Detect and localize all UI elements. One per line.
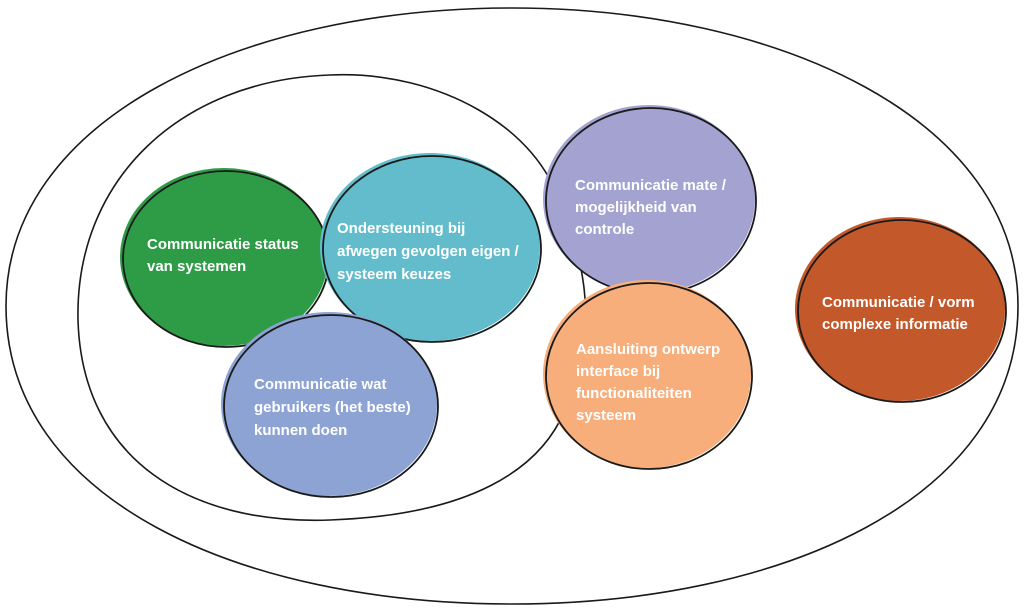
bubble-label-complexe-2: complexe informatie bbox=[822, 316, 968, 333]
bubble-label-status-1: Communicatie status bbox=[147, 236, 299, 253]
bubble-label-controle-2: mogelijkheid van bbox=[575, 199, 697, 216]
bubble-label-ondersteuning-2: afwegen gevolgen eigen / bbox=[337, 243, 520, 260]
bubble-label-aansluiting-3: functionaliteiten bbox=[576, 385, 692, 402]
bubble-complexe-informatie: Communicatie / vorm complexe informatie bbox=[795, 217, 1007, 403]
bubble-label-controle-3: controle bbox=[575, 221, 634, 238]
bubble-label-ondersteuning-3: systeem keuzes bbox=[337, 266, 451, 283]
bubble-communicatie-gebruikers: Communicatie wat gebruikers (het beste) … bbox=[221, 312, 439, 498]
bubble-label-gebruikers-2: gebruikers (het beste) bbox=[254, 399, 411, 416]
bubble-communicatie-controle: Communicatie mate / mogelijkheid van con… bbox=[543, 105, 757, 295]
bubble-label-gebruikers-1: Communicatie wat bbox=[254, 376, 387, 393]
bubble-ondersteuning: Ondersteuning bij afwegen gevolgen eigen… bbox=[320, 153, 542, 343]
bubble-communicatie-status: Communicatie status van systemen bbox=[120, 168, 330, 348]
bubble-label-aansluiting-2: interface bij bbox=[576, 363, 660, 380]
bubble-aansluiting-ontwerp: Aansluiting ontwerp interface bij functi… bbox=[543, 280, 753, 470]
bubble-label-aansluiting-4: systeem bbox=[576, 407, 636, 424]
outer-ellipse bbox=[5, 7, 1019, 605]
bubble-label-controle-1: Communicatie mate / bbox=[575, 177, 727, 194]
bubble-label-aansluiting-1: Aansluiting ontwerp bbox=[576, 341, 720, 358]
bubble-label-status-2: van systemen bbox=[147, 258, 246, 275]
bubble-label-complexe-1: Communicatie / vorm bbox=[822, 294, 975, 311]
bubble-label-ondersteuning-1: Ondersteuning bij bbox=[337, 220, 465, 237]
bubble-label-gebruikers-3: kunnen doen bbox=[254, 422, 347, 439]
